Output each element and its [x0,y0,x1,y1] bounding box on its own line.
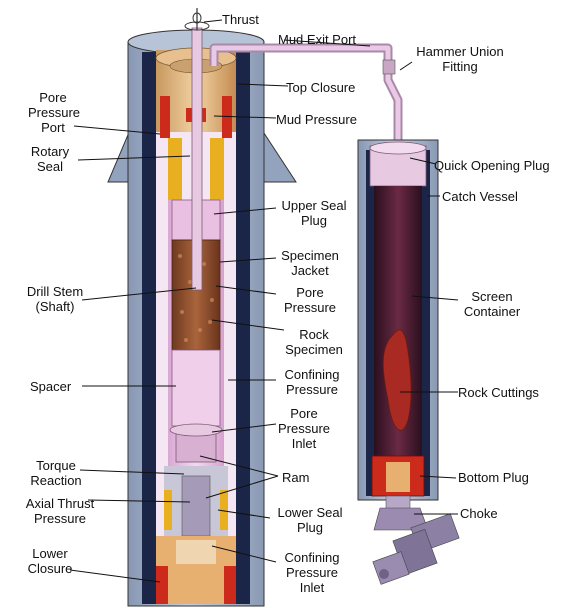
right-fin [262,130,296,182]
label-lower-closure: Lower Closure [20,546,80,576]
label-specimen-jacket: Specimen Jacket [274,248,346,278]
upper-seal-yellow-left [168,138,182,200]
label-pore-pressure-port: Pore Pressure Port [28,90,78,135]
label-top-closure: Top Closure [286,80,355,95]
ram-flange [170,424,222,436]
lower-seal-red-right [224,566,236,604]
label-mud-pressure: Mud Pressure [276,112,357,127]
label-torque-reaction: Torque Reaction [20,458,92,488]
label-upper-seal-plug: Upper Seal Plug [272,198,356,228]
label-confining-pressure: Confining Pressure [270,367,354,397]
drill-stem [192,28,202,290]
label-spacer: Spacer [30,379,71,394]
catch-vessel [358,140,438,500]
label-quick-opening-plug: Quick Opening Plug [434,158,550,173]
label-lower-seal-plug: Lower Seal Plug [268,505,352,535]
label-choke: Choke [460,506,498,521]
thrust-arrow-icon [185,8,209,30]
left-fin [108,130,130,182]
label-ram: Ram [282,470,309,485]
label-rock-specimen: Rock Specimen [278,327,350,357]
label-thrust: Thrust [222,12,259,27]
hammer-union-fitting [383,60,395,74]
top-seal-left [160,96,170,138]
lower-seal-yellow-left [164,490,172,530]
label-catch-vessel: Catch Vessel [442,189,518,204]
label-confining-pressure-inlet: Confining Pressure Inlet [270,550,354,595]
label-axial-thrust-pressure: Axial Thrust Pressure [14,496,106,526]
label-rock-cuttings: Rock Cuttings [458,385,539,400]
spacer [172,350,220,426]
label-drill-stem: Drill Stem (Shaft) [18,284,92,314]
label-mud-exit-port: Mud Exit Port [278,32,356,47]
label-screen-container: Screen Container [454,289,530,319]
label-hammer-union-fitting: Hammer Union Fitting [410,44,510,74]
upper-seal-yellow-right [210,138,224,200]
lower-seal-red-left [156,566,168,604]
label-rotary-seal: Rotary Seal [24,144,76,174]
axial-thrust-piston [182,476,210,536]
label-pore-pressure: Pore Pressure [274,285,346,315]
lower-closure-inner [176,540,216,564]
quick-opening-plug-top [370,142,426,154]
choke [373,496,459,584]
label-bottom-plug: Bottom Plug [458,470,529,485]
label-pore-pressure-inlet: Pore Pressure Inlet [268,406,340,451]
bottom-plug-core [386,462,410,492]
